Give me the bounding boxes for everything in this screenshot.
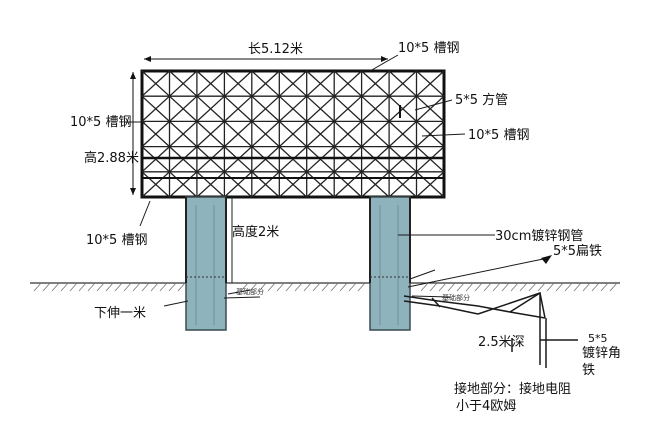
ground — [30, 282, 620, 292]
channel-steel-right-label: 10*5 槽钢 — [468, 128, 529, 143]
flat-iron-arrowhead — [541, 255, 552, 264]
square-tube-label: 5*5 方管 — [455, 92, 508, 108]
galvanized-iron-label-b: 铁 — [582, 363, 595, 378]
channel-steel-top-label: 10*5 槽钢 — [398, 41, 459, 56]
leader-lines — [124, 54, 549, 307]
grounding-assembly — [403, 291, 578, 368]
billboard-frame — [140, 69, 446, 199]
flat-iron-label: 5*5扁铁 — [553, 244, 602, 259]
galvanized-iron-label-a: 镀锌角 — [582, 345, 621, 361]
height-label: 高2.88米 — [84, 150, 139, 166]
steel-pipe-label: 30cm镀锌钢管 — [495, 228, 583, 244]
extend-down-label: 下伸一米 — [94, 306, 146, 321]
grounding-label-line1: 接地部分：接地电阻 — [454, 381, 571, 397]
depth-label: 2.5米深 — [478, 335, 525, 350]
pole-height-label: 高度2米 — [232, 224, 279, 240]
length-label: 长5.12米 — [248, 42, 303, 57]
channel-steel-bottom-label: 10*5 槽钢 — [86, 233, 147, 248]
length-dimension — [144, 56, 388, 62]
height-dimension — [130, 72, 136, 195]
right-pole — [369, 196, 411, 331]
left-pole — [185, 196, 233, 331]
galvanized-iron-size-label: 5*5 — [588, 332, 608, 345]
grounding-label-line2: 小于4欧姆 — [456, 399, 516, 414]
channel-steel-left-label: 10*5 槽钢 — [70, 115, 131, 130]
foundation-right-label: 基础部分 — [442, 293, 470, 302]
foundation-left-label: 基础部分 — [236, 287, 264, 296]
